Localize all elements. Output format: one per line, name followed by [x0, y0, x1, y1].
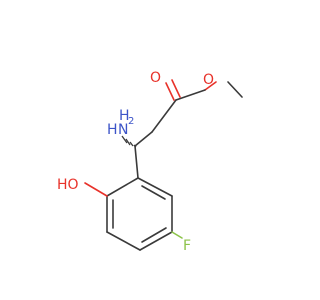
- fluorine-label: F: [183, 238, 191, 254]
- benzene-ring: [106, 177, 173, 251]
- amine-n-label: N: [118, 122, 128, 138]
- amine-h2-label: H: [119, 108, 130, 124]
- hydroxyl-label: HO: [57, 177, 79, 193]
- structure-canvas: O O N H H 2 HO F: [57, 70, 243, 254]
- bond-ester-o: [204, 81, 217, 91]
- carbonyl-oxygen-label: O: [150, 70, 161, 86]
- bond-ch2-carbonyl: [151, 99, 177, 133]
- bond-stereo-ch2: [134, 131, 153, 147]
- bond-carbonyl-double-1: [165, 82, 175, 101]
- bond-stereo-ring: [134, 145, 139, 179]
- ester-oxygen-label: O: [203, 72, 214, 88]
- bond-carbonyl-double-2: [171, 79, 181, 98]
- molecule-diagram: O O N H H 2 HO F: [57, 70, 243, 254]
- bond-carbonyl-c-ester-o: [175, 89, 206, 101]
- bond-ring-hydroxyl: [84, 182, 108, 197]
- bond-ring-fluorine: [171, 231, 183, 239]
- bond-o-methyl: [227, 81, 243, 98]
- amine-subscript-label: 2: [128, 116, 134, 127]
- amine-h-label: H: [107, 122, 118, 138]
- hashed-wedge-bond: [121, 135, 137, 148]
